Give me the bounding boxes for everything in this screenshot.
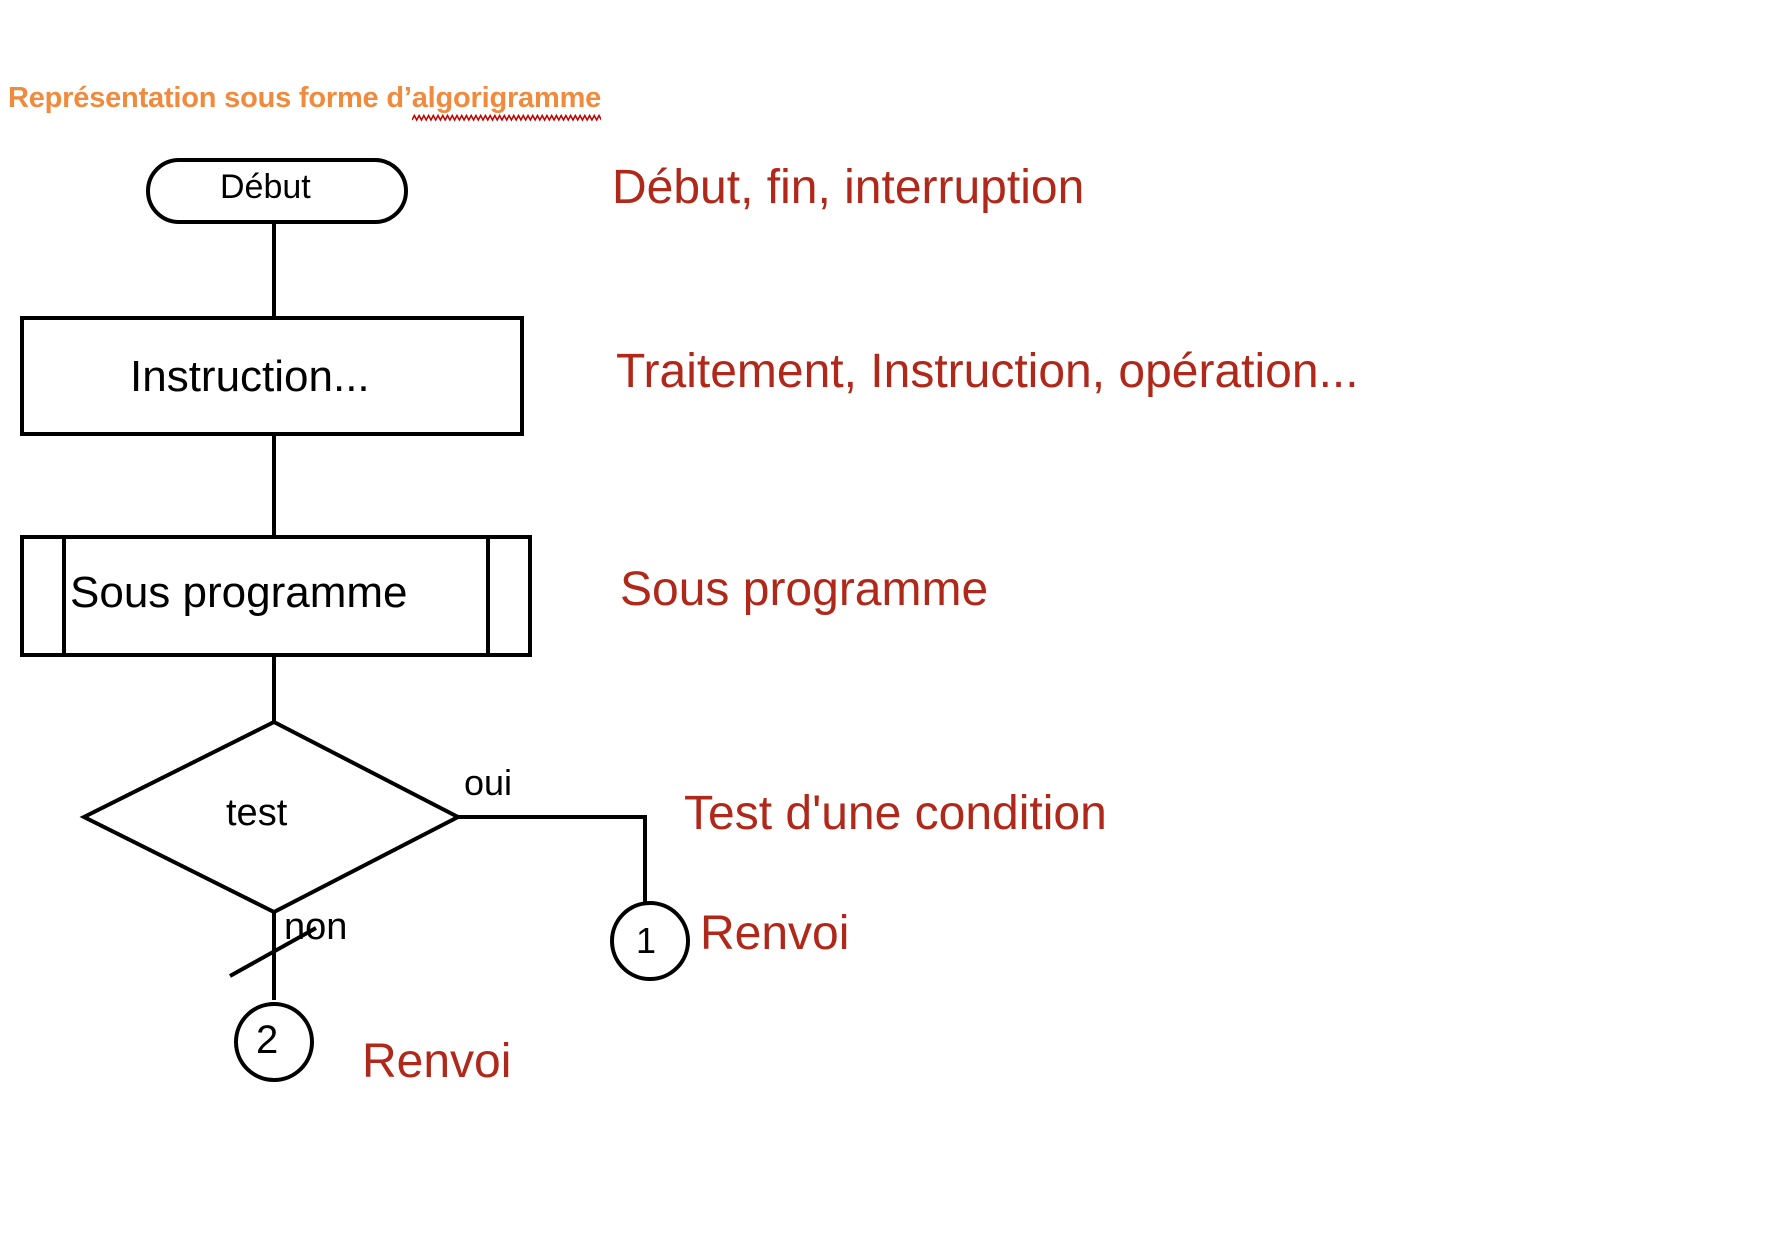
misspelled-word-text: algorigramme — [411, 82, 602, 114]
decision-node-label: test — [226, 792, 288, 834]
legend-text-subprogram: Sous programme — [620, 563, 989, 616]
edge-label-no: non — [284, 906, 348, 948]
connector2-node-shape — [234, 1002, 314, 1082]
legend-text-decision: Test d'une condition — [684, 787, 1107, 840]
page-title-prefix: Représentation sous forme d’ — [8, 82, 412, 114]
start-node-shape — [146, 158, 408, 224]
subprogram-node-label: Sous programme — [70, 568, 408, 617]
no-branch-tick-mark — [229, 926, 317, 978]
connector1-node-label: 1 — [636, 920, 657, 961]
edge-label-yes: oui — [464, 762, 513, 803]
page-title: Représentation sous forme d’algorigramme — [8, 82, 602, 122]
legend-text-process: Traitement, Instruction, opération... — [616, 345, 1359, 398]
process-node-label: Instruction... — [130, 352, 370, 401]
legend-text-connector1: Renvoi — [700, 907, 850, 960]
legend-text-connector2: Renvoi — [362, 1035, 512, 1088]
connector2-node-label: 2 — [256, 1018, 279, 1062]
start-node-label: Début — [220, 168, 311, 206]
subprogram-node-shape — [20, 535, 532, 657]
edge-yes-branch — [458, 815, 647, 905]
process-node-shape — [20, 316, 524, 436]
connector1-node-shape — [610, 901, 690, 981]
page-title-misspelled-word: algorigramme — [411, 82, 602, 122]
legend-text-start: Début, fin, interruption — [612, 161, 1085, 214]
